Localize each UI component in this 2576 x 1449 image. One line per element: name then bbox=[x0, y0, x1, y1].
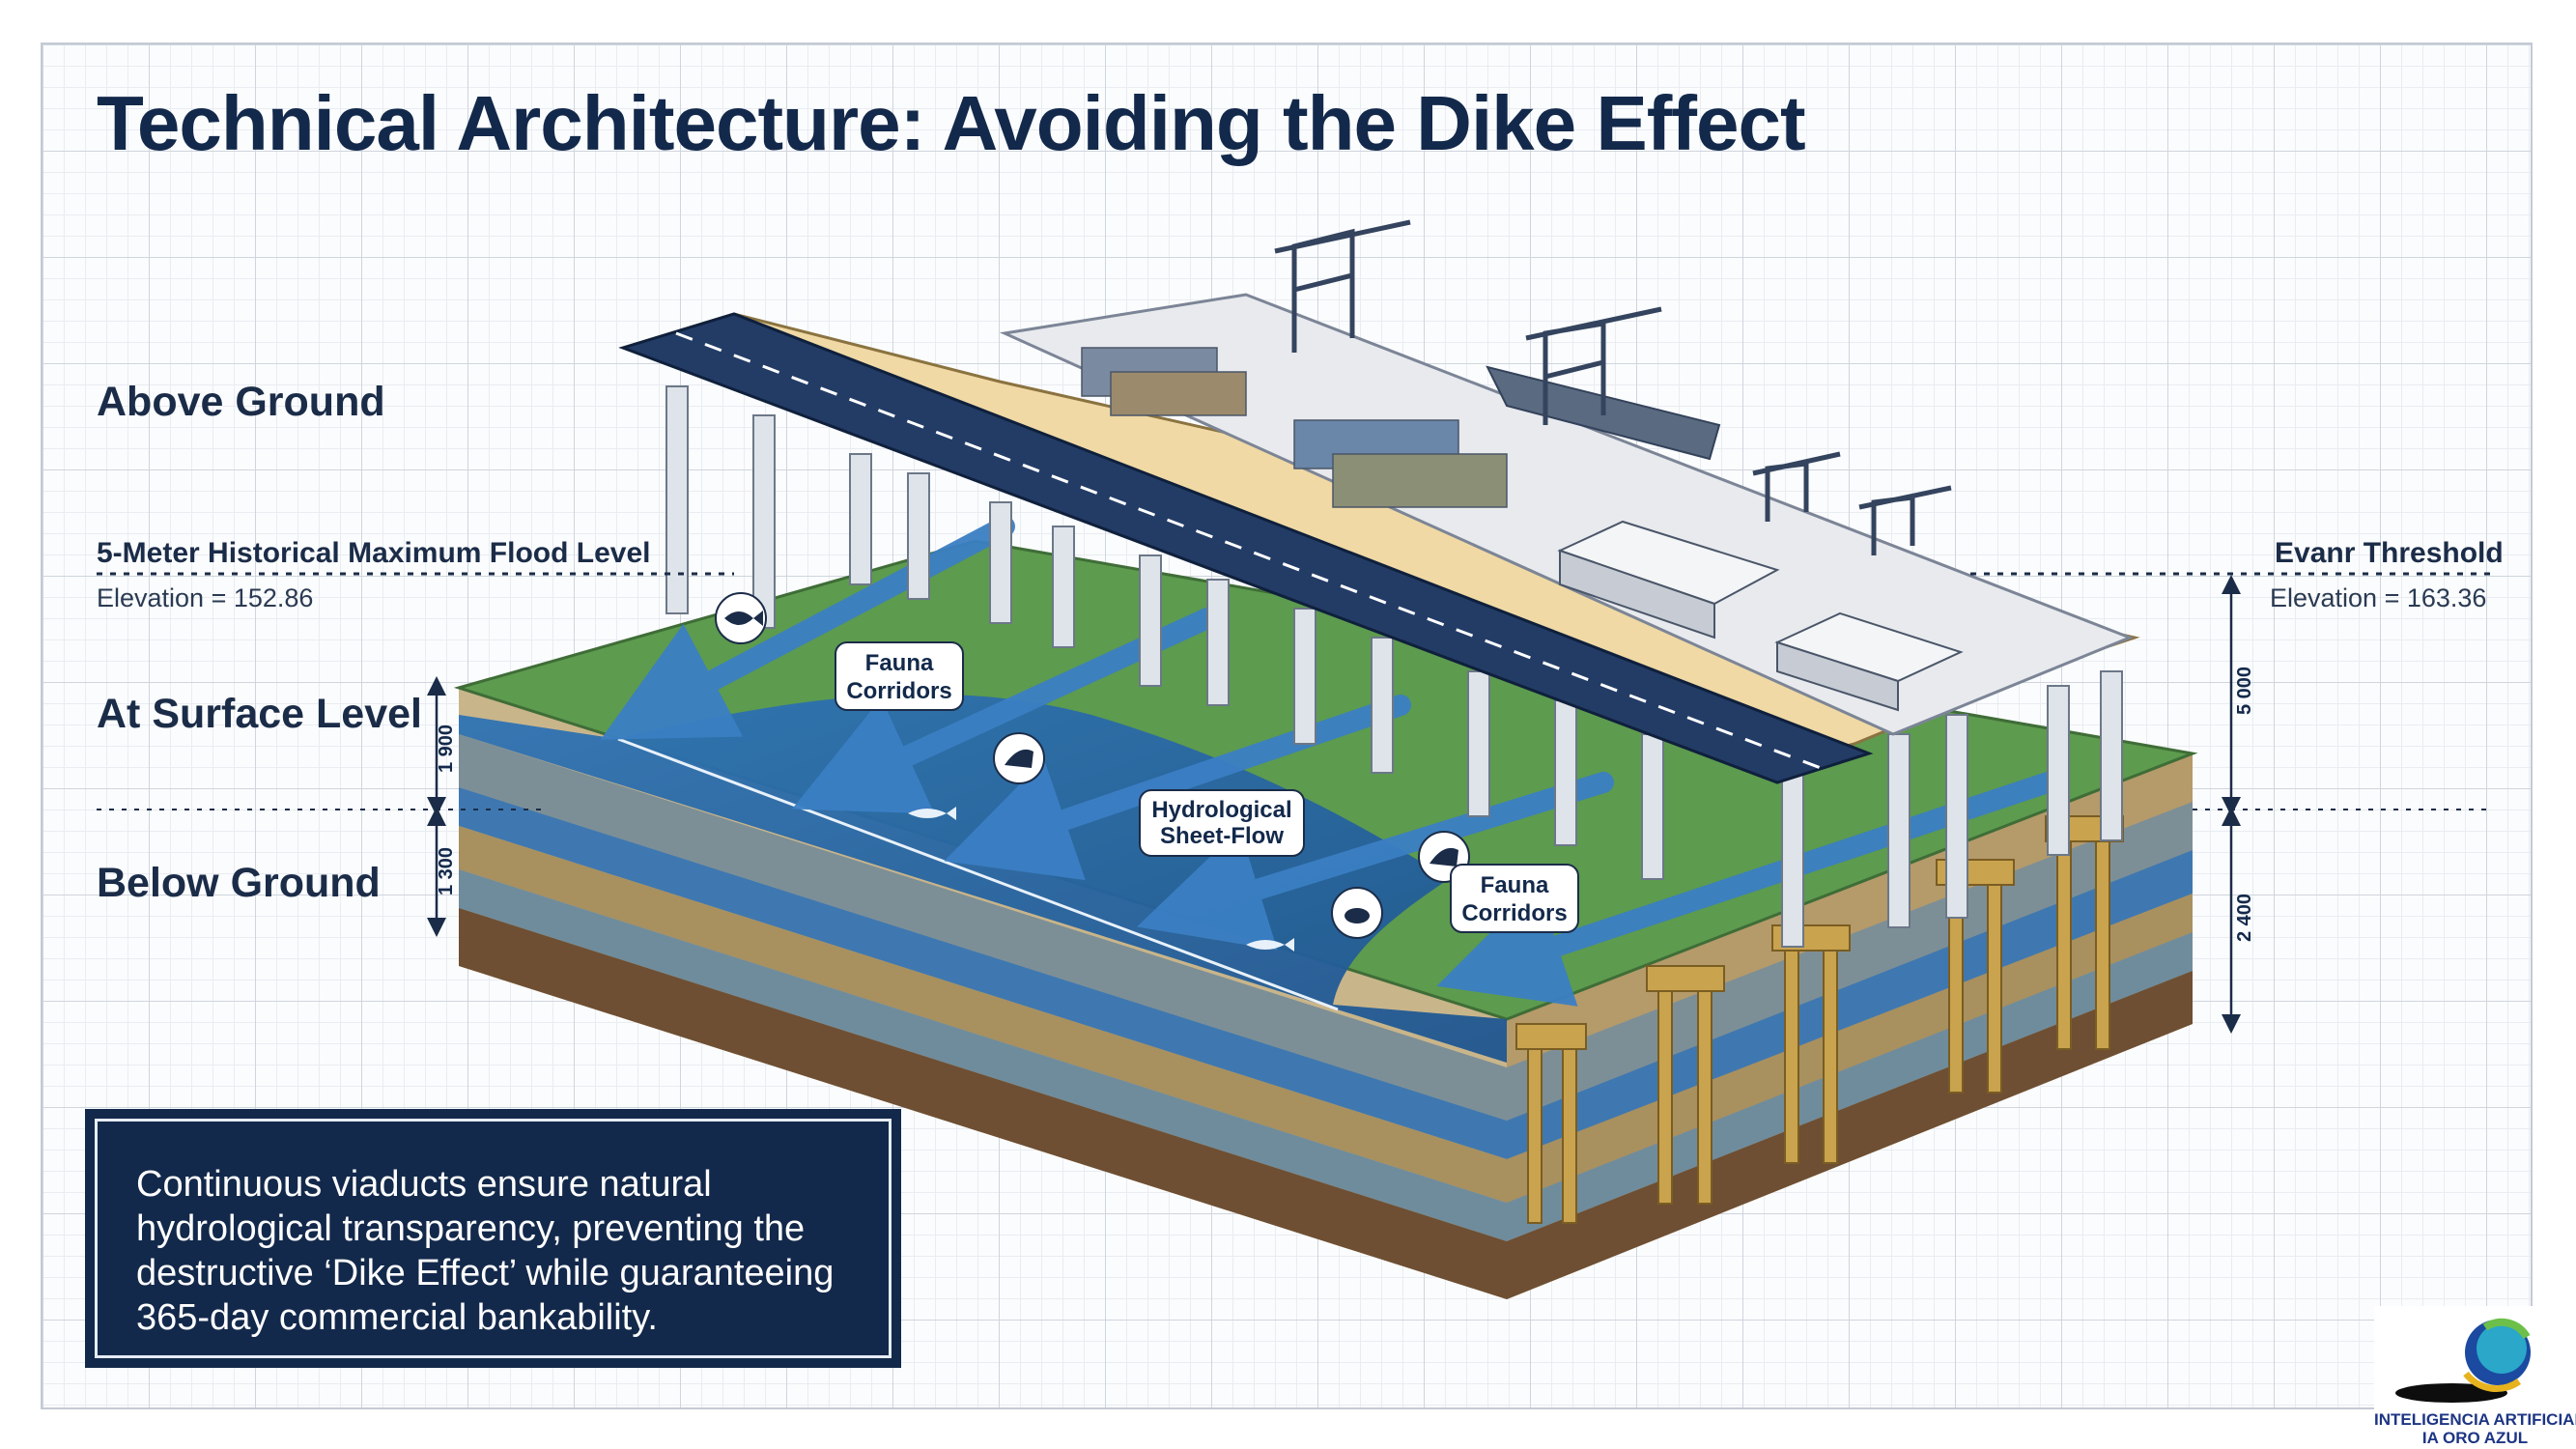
summary-callout: Continuous viaducts ensure natural hydro… bbox=[85, 1109, 901, 1368]
gantry-cranes bbox=[1274, 219, 1952, 555]
dimension-left-upper: 1 900 bbox=[436, 724, 457, 773]
zone-label-above-ground: Above Ground bbox=[97, 379, 385, 425]
soil-layers-right bbox=[1507, 753, 2193, 1299]
warehouses bbox=[1557, 520, 1964, 712]
fish-icon bbox=[1246, 938, 1294, 952]
zone-label-surface-level: At Surface Level bbox=[97, 691, 422, 737]
foundation-piles bbox=[1515, 815, 2124, 1224]
zone-label-below-ground: Below Ground bbox=[97, 860, 381, 906]
callout-fauna-1-line1: Fauna bbox=[865, 650, 934, 676]
logo-text-line2: IA ORO AZUL bbox=[2421, 1429, 2529, 1447]
logo-mark-icon bbox=[2395, 1318, 2531, 1403]
rodent-icon bbox=[1331, 887, 1383, 939]
elevation-label-right: Elevation = 163.36 bbox=[2270, 583, 2487, 612]
flood-level-label-left: 5-Meter Historical Maximum Flood Level bbox=[97, 537, 651, 569]
callout-fauna-1-line2: Corridors bbox=[846, 678, 951, 704]
dimension-markers bbox=[427, 575, 2241, 1034]
container-stacks bbox=[1081, 347, 1508, 508]
dimension-right-upper: 5 000 bbox=[2234, 667, 2255, 715]
callout-hydro-line1: Hydrological bbox=[1151, 797, 1291, 823]
flood-level-label-right: Evanr Threshold bbox=[2275, 537, 2504, 569]
fish-icon bbox=[715, 592, 767, 644]
summary-line: hydrological transparency, preventing th… bbox=[136, 1208, 806, 1249]
viaduct-columns bbox=[665, 385, 2123, 948]
brand-logo: INTELIGENCIA ARTIFICIAL IA ORO AZUL bbox=[2374, 1306, 2576, 1449]
summary-line: destructive ‘Dike Effect’ while guarante… bbox=[136, 1253, 835, 1293]
bird-icon bbox=[993, 732, 1045, 784]
summary-line: Continuous viaducts ensure natural bbox=[136, 1164, 712, 1205]
callout-hydrological-sheet-flow: Hydrological Sheet-Flow bbox=[1139, 789, 1305, 857]
viaduct-deck bbox=[618, 293, 2140, 784]
summary-line: 365-day commercial bankability. bbox=[136, 1297, 658, 1338]
callout-fauna-corridors-2: Fauna Corridors bbox=[1450, 864, 1579, 933]
page-title: Technical Architecture: Avoiding the Dik… bbox=[97, 80, 1806, 166]
summary-text: Continuous viaducts ensure natural hydro… bbox=[95, 1119, 892, 1358]
callout-fauna-corridors-1: Fauna Corridors bbox=[835, 641, 964, 711]
logo-text-line1: INTELIGENCIA ARTIFICIAL bbox=[2374, 1410, 2576, 1429]
callout-fauna-2-line1: Fauna bbox=[1481, 872, 1549, 898]
fish-icon bbox=[908, 807, 956, 820]
elevation-label-left: Elevation = 152.86 bbox=[97, 583, 314, 612]
dimension-right-lower: 2 400 bbox=[2234, 894, 2255, 942]
callout-hydro-line2: Sheet-Flow bbox=[1160, 823, 1284, 849]
callout-fauna-2-line2: Corridors bbox=[1461, 900, 1567, 926]
dimension-left-lower: 1 300 bbox=[436, 847, 457, 895]
soil-layers-front bbox=[459, 688, 1507, 1299]
